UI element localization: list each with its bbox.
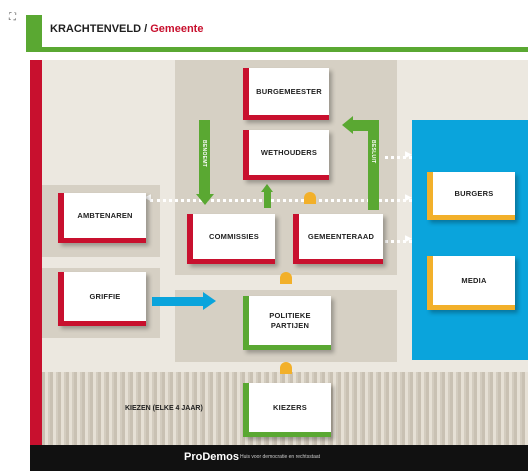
kiezers-box: KIEZERS: [243, 383, 331, 437]
benoemt-arrowhead-icon: [196, 194, 214, 205]
yellow-dot: [304, 192, 316, 204]
red-side-bar: [30, 60, 42, 445]
media-box: MEDIA: [427, 256, 515, 310]
ambtenaren-box: AMBTENAREN: [58, 193, 146, 243]
burgemeester-box: BURGEMEESTER: [243, 68, 329, 120]
header-accent: [26, 15, 42, 52]
dotted-connector: [150, 199, 412, 202]
gemeenteraad-box: GEMEENTERAAD: [293, 214, 383, 264]
footer-brand: ProDemos: [184, 451, 240, 463]
title-separator: /: [144, 23, 148, 35]
arrow-left-icon: ◀: [144, 192, 151, 202]
header-bar: KRACHTENVELD / Gemeente: [42, 15, 528, 52]
footer-tagline: Huis voor democratie en rechtsstaat: [240, 454, 321, 460]
expand-icon: ⛶: [9, 12, 16, 23]
up-arrowhead-icon: [261, 184, 273, 192]
griffie-arrowhead-icon: [203, 292, 216, 310]
arrow-right-icon: ▶: [405, 149, 412, 159]
burgers-box: BURGERS: [427, 172, 515, 220]
yellow-dot: [280, 362, 292, 374]
wethouders-box: WETHOUDERS: [243, 130, 329, 180]
politieke-partijen-box: POLITIEKE PARTIJEN: [243, 296, 331, 350]
benoemt-arrow: [199, 120, 210, 198]
benoemt-label: BENOEMT: [201, 140, 207, 168]
arrow-right-icon: ▶: [405, 192, 412, 202]
besluit-label: BESLUIT: [370, 140, 376, 164]
title-main: KRACHTENVELD: [50, 23, 142, 35]
griffie-arrow: [152, 297, 204, 306]
dotted-connector-lower: [385, 240, 412, 243]
besluit-arrow-top: [352, 120, 379, 131]
besluit-arrow: [368, 120, 379, 210]
commissies-box: COMMISSIES: [187, 214, 275, 264]
dotted-connector-upper: [385, 156, 412, 159]
footer-bar: ProDemos Huis voor democratie en rechtss…: [30, 445, 528, 471]
besluit-arrowhead-icon: [342, 116, 353, 134]
up-arrow-icon: [264, 190, 271, 208]
griffie-box: GRIFFIE: [58, 272, 146, 326]
yellow-dot: [280, 272, 292, 284]
arrow-right-icon: ▶: [405, 233, 412, 243]
kiezen-label: KIEZEN (ELKE 4 JAAR): [125, 405, 203, 412]
title-sub: Gemeente: [150, 23, 204, 35]
society-panel: [412, 120, 528, 360]
page-title: KRACHTENVELD / Gemeente: [50, 23, 203, 35]
